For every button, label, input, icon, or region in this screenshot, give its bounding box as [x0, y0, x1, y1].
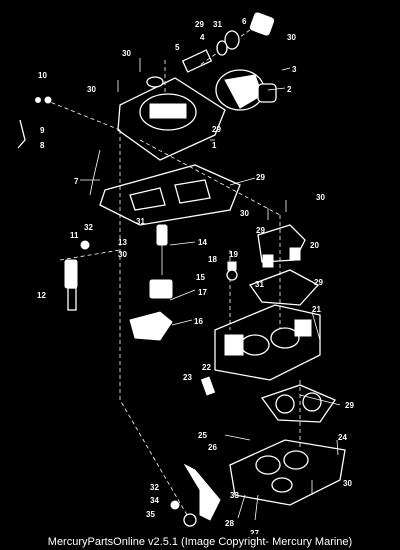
callout-14: 14	[198, 238, 207, 247]
callout-29-pump: 29	[256, 226, 265, 235]
callout-30-top: 30	[287, 33, 296, 42]
throttle-lever	[170, 376, 259, 527]
callout-30-base: 30	[343, 479, 352, 488]
callout-10: 10	[38, 71, 47, 80]
callout-32-pump: 32	[84, 223, 93, 232]
callout-31-pump: 31	[136, 217, 145, 226]
callout-13: 13	[118, 238, 127, 247]
callout-9: 9	[40, 126, 45, 135]
callout-24: 24	[338, 433, 347, 442]
callout-23: 23	[183, 373, 192, 382]
callout-29-base: 29	[345, 401, 354, 410]
callout-27: 27	[250, 529, 259, 538]
body-gasket	[248, 269, 336, 423]
callout-28: 28	[225, 519, 234, 528]
callout-5: 5	[175, 43, 180, 52]
callout-33: 33	[230, 491, 239, 500]
callout-1: 1	[212, 141, 217, 150]
top-gasket	[99, 164, 241, 226]
callout-12: 12	[37, 291, 46, 300]
metering-assembly	[169, 224, 306, 301]
accelerator-pump	[64, 224, 168, 311]
callout-31-meter: 31	[255, 280, 264, 289]
throttle-body	[229, 439, 346, 506]
callout-2: 2	[287, 85, 292, 94]
callout-labels: 1 2 3 4 5 6 7 8 9 10 11 12 13 14 15 16 1…	[37, 17, 354, 548]
callout-19: 19	[229, 250, 238, 259]
callout-16: 16	[194, 317, 203, 326]
callout-4: 4	[200, 33, 205, 42]
choke-housing	[215, 69, 277, 111]
callout-11: 11	[70, 231, 79, 240]
callout-30-mid: 30	[240, 209, 249, 218]
callout-18: 18	[208, 255, 217, 264]
callout-30-cover: 30	[87, 85, 96, 94]
callout-29-cover: 29	[212, 125, 221, 134]
callout-30-pump: 30	[118, 250, 127, 259]
callout-8: 8	[40, 141, 45, 150]
callout-35: 35	[146, 510, 155, 519]
callout-25: 25	[198, 431, 207, 440]
callout-29-gasket: 29	[256, 173, 265, 182]
air-horn-cover	[117, 76, 226, 161]
mounting-screws	[117, 58, 313, 495]
leader-lines	[80, 67, 341, 456]
callout-6: 6	[242, 17, 247, 26]
callout-15: 15	[196, 273, 205, 282]
callout-30-right: 30	[316, 193, 325, 202]
callout-30-left: 30	[122, 49, 131, 58]
power-piston	[129, 279, 173, 341]
callout-17: 17	[198, 288, 207, 297]
callout-21: 21	[312, 305, 321, 314]
fuel-inlet-fitting	[181, 12, 275, 73]
callout-20: 20	[310, 241, 319, 250]
callout-29-body: 29	[314, 278, 323, 287]
callout-26: 26	[208, 443, 217, 452]
callout-7: 7	[74, 177, 79, 186]
callout-31-top: 31	[213, 20, 222, 29]
callout-29-top: 29	[195, 20, 204, 29]
callout-34: 34	[150, 496, 159, 505]
callout-22: 22	[202, 363, 211, 372]
image-caption: MercuryPartsOnline v2.5.1 (Image Copyrig…	[0, 534, 400, 550]
float-bowl-body	[214, 304, 321, 381]
callout-3: 3	[292, 65, 297, 74]
callout-32-lever: 32	[150, 483, 159, 492]
